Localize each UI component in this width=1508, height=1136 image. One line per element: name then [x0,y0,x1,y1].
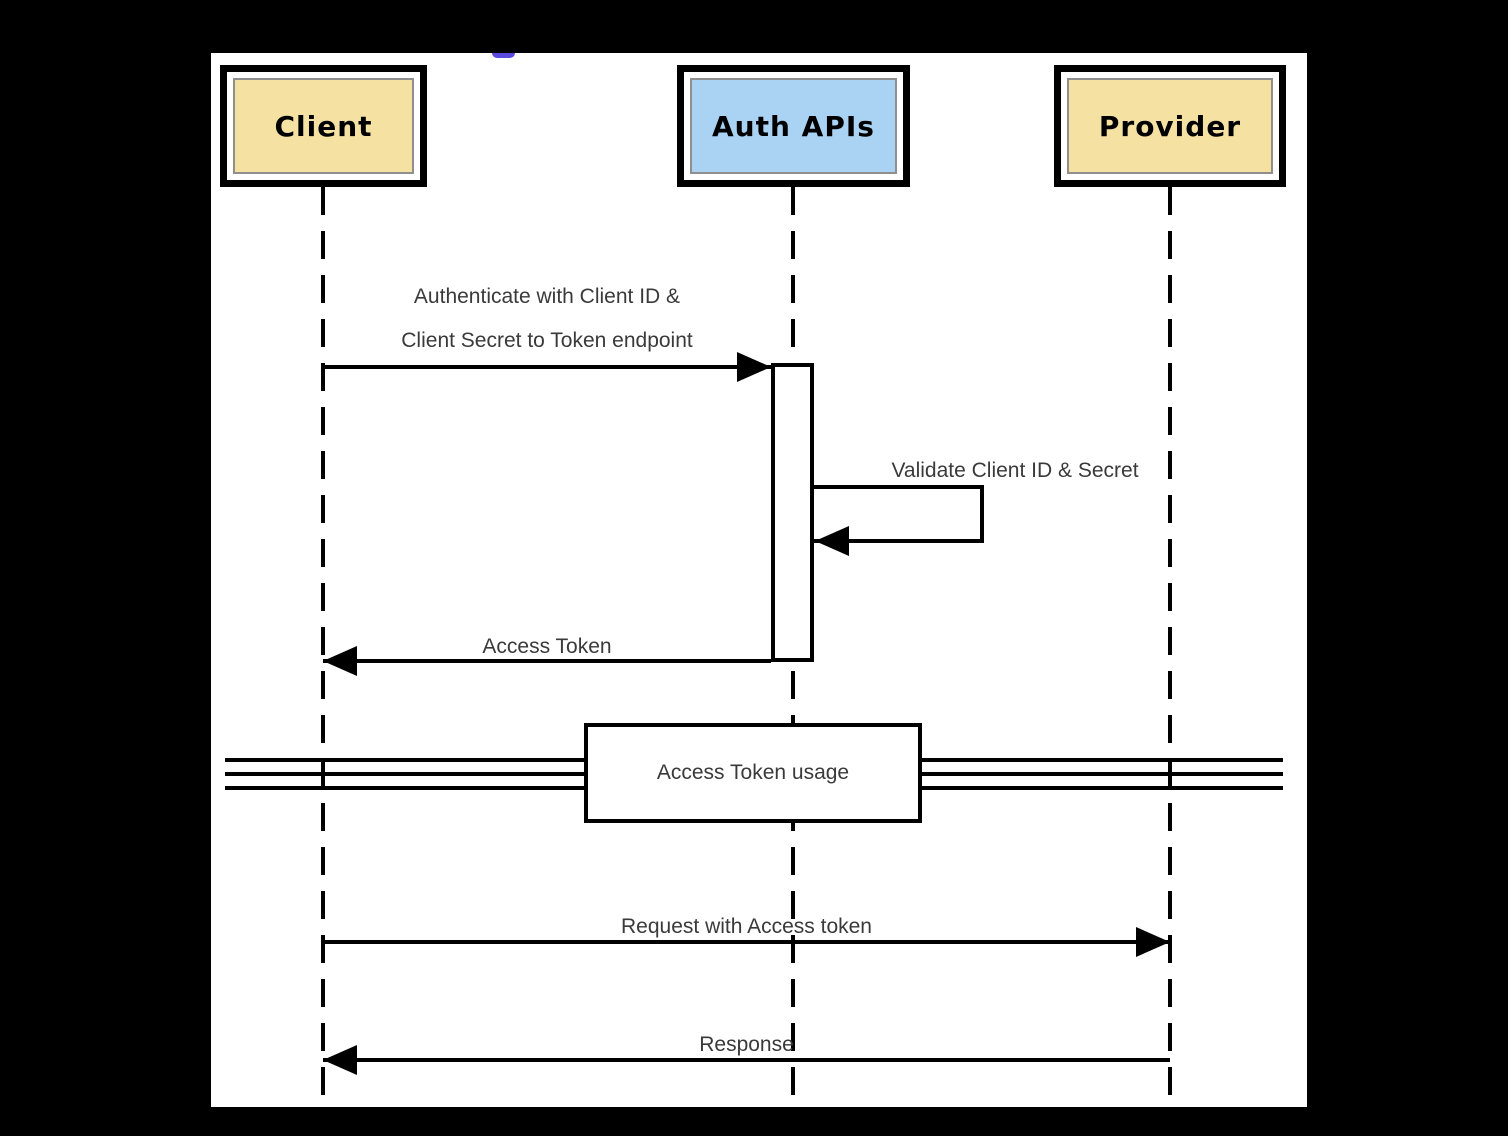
actor-box-client: Client [220,65,427,187]
message-authenticate-arrowhead-icon [737,352,771,382]
actor-box-provider: Provider [1054,65,1286,187]
message-request-arrowhead-icon [1136,927,1170,957]
purple-blob-shape [492,53,515,58]
message-response-arrowhead-icon [323,1045,357,1075]
message-access-token-arrowhead-icon [323,646,357,676]
lifeline-provider [1168,187,1172,1107]
actor-label-auth-apis: Auth APIs [690,78,897,174]
actor-box-auth-apis: Auth APIs [677,65,910,187]
message-access-token-label: Access Token [482,635,612,658]
actor-label-client: Client [233,78,414,174]
diagram-canvas: Access Token usage Client Auth APIs Prov… [211,53,1307,1107]
message-authenticate-line1: Authenticate with Client ID & [413,285,681,308]
actor-label-provider: Provider [1067,78,1273,174]
message-validate-arrowhead-icon [815,526,849,556]
message-validate-label: Validate Client ID & Secret [891,459,1139,482]
message-request-line [323,940,1170,944]
message-response-line [323,1058,1170,1062]
divider-access-token-usage: Access Token usage [584,723,922,823]
message-validate-self-loop [814,485,984,543]
message-access-token-line [323,659,771,663]
message-authenticate-line [323,365,771,369]
message-response-label: Response [699,1033,794,1056]
message-request-label: Request with Access token [621,915,872,938]
message-authenticate-line2: Client Secret to Token endpoint [401,329,693,352]
message-authenticate-label: Authenticate with Client ID & Client Sec… [323,275,771,363]
activation-bar-auth-apis [771,363,814,662]
